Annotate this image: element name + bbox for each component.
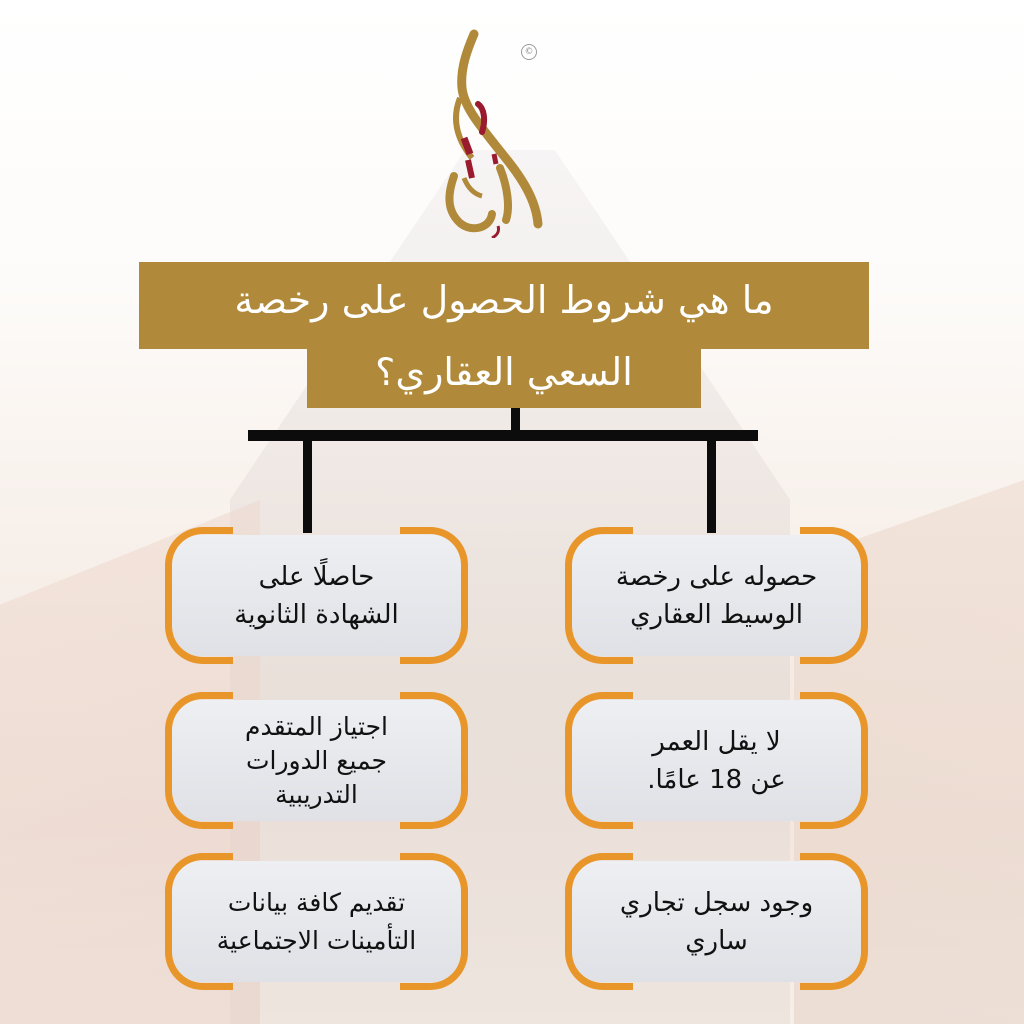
bracket-left-icon	[565, 853, 633, 990]
condition-text: حاصلًا على الشهادة الثانوية	[234, 561, 399, 630]
condition-text: لا يقل العمر عن 18 عامًا.	[647, 726, 786, 795]
condition-card-broker-license: حصوله على رخصة الوسيط العقاري	[565, 527, 868, 664]
copyright-icon: ©	[521, 44, 537, 60]
bracket-right-icon	[400, 527, 468, 664]
bracket-right-icon	[400, 692, 468, 829]
page-title: ما هي شروط الحصول على رخصة السعي العقاري…	[139, 270, 869, 402]
condition-card-age: لا يقل العمر عن 18 عامًا.	[565, 692, 868, 829]
condition-card-secondary-certificate: حاصلًا على الشهادة الثانوية	[165, 527, 468, 664]
condition-card-commercial-register: وجود سجل تجاري ساري	[565, 853, 868, 990]
bracket-right-icon	[800, 692, 868, 829]
connector-horizontal-bar	[248, 430, 758, 441]
bracket-left-icon	[165, 527, 233, 664]
condition-text: تقديم كافة بيانات التأمينات الاجتماعية	[216, 887, 417, 955]
bracket-right-icon	[400, 853, 468, 990]
title-banner	[139, 262, 869, 349]
bracket-left-icon	[565, 692, 633, 829]
bracket-left-icon	[165, 692, 233, 829]
bracket-right-icon	[800, 527, 868, 664]
bracket-left-icon	[165, 853, 233, 990]
connector-drop-left	[303, 441, 312, 533]
connector-drop-right	[707, 441, 716, 533]
bracket-left-icon	[565, 527, 633, 664]
title-line-2: السعي العقاري؟	[375, 350, 633, 394]
title-line-1: ما هي شروط الحصول على رخصة	[234, 278, 774, 322]
bracket-right-icon	[800, 853, 868, 990]
calligraphy-logo-icon	[445, 29, 543, 238]
condition-text: وجود سجل تجاري ساري	[619, 887, 814, 956]
condition-card-social-insurance: تقديم كافة بيانات التأمينات الاجتماعية	[165, 853, 468, 990]
title-banner-tab	[307, 349, 701, 408]
condition-text: حصوله على رخصة الوسيط العقاري	[615, 561, 818, 630]
connector-stem	[511, 408, 520, 432]
condition-text: اجتياز المتقدم جميع الدورات التدريبية	[245, 711, 388, 809]
condition-card-training-courses: اجتياز المتقدم جميع الدورات التدريبية	[165, 692, 468, 829]
